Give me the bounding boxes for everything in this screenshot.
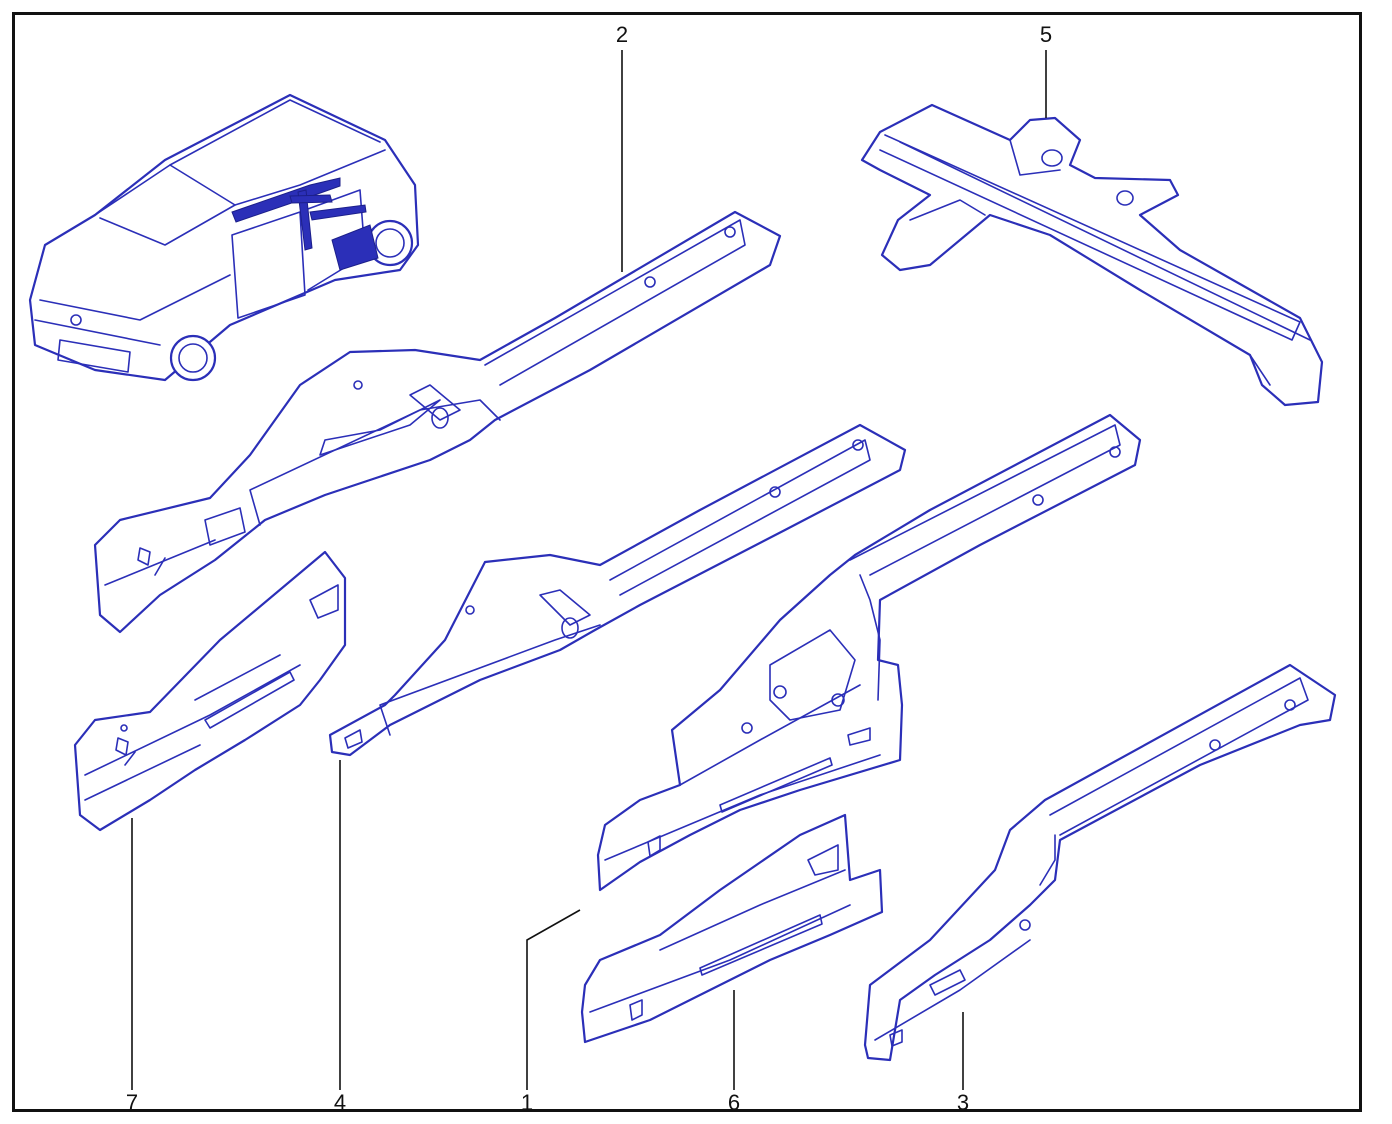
part-4-side-member xyxy=(328,423,907,757)
car-overview xyxy=(28,93,420,382)
callout-6: 6 xyxy=(728,1090,740,1115)
callout-4: 4 xyxy=(334,1090,346,1115)
callout-3: 3 xyxy=(957,1090,969,1115)
part-7-front-section xyxy=(73,550,347,832)
part-1-front-assembly xyxy=(596,413,1142,892)
diagram-frame xyxy=(12,12,1362,1112)
part-6-front-section xyxy=(580,813,884,1044)
part-5-cross-member xyxy=(860,103,1324,407)
callout-7: 7 xyxy=(126,1090,138,1115)
part-3-rear-member xyxy=(863,663,1337,1062)
part-2-side-member xyxy=(93,210,782,634)
leader-1 xyxy=(526,909,581,1090)
callout-5: 5 xyxy=(1040,22,1052,47)
callout-1: 1 xyxy=(521,1090,533,1115)
callout-2: 2 xyxy=(616,22,628,47)
